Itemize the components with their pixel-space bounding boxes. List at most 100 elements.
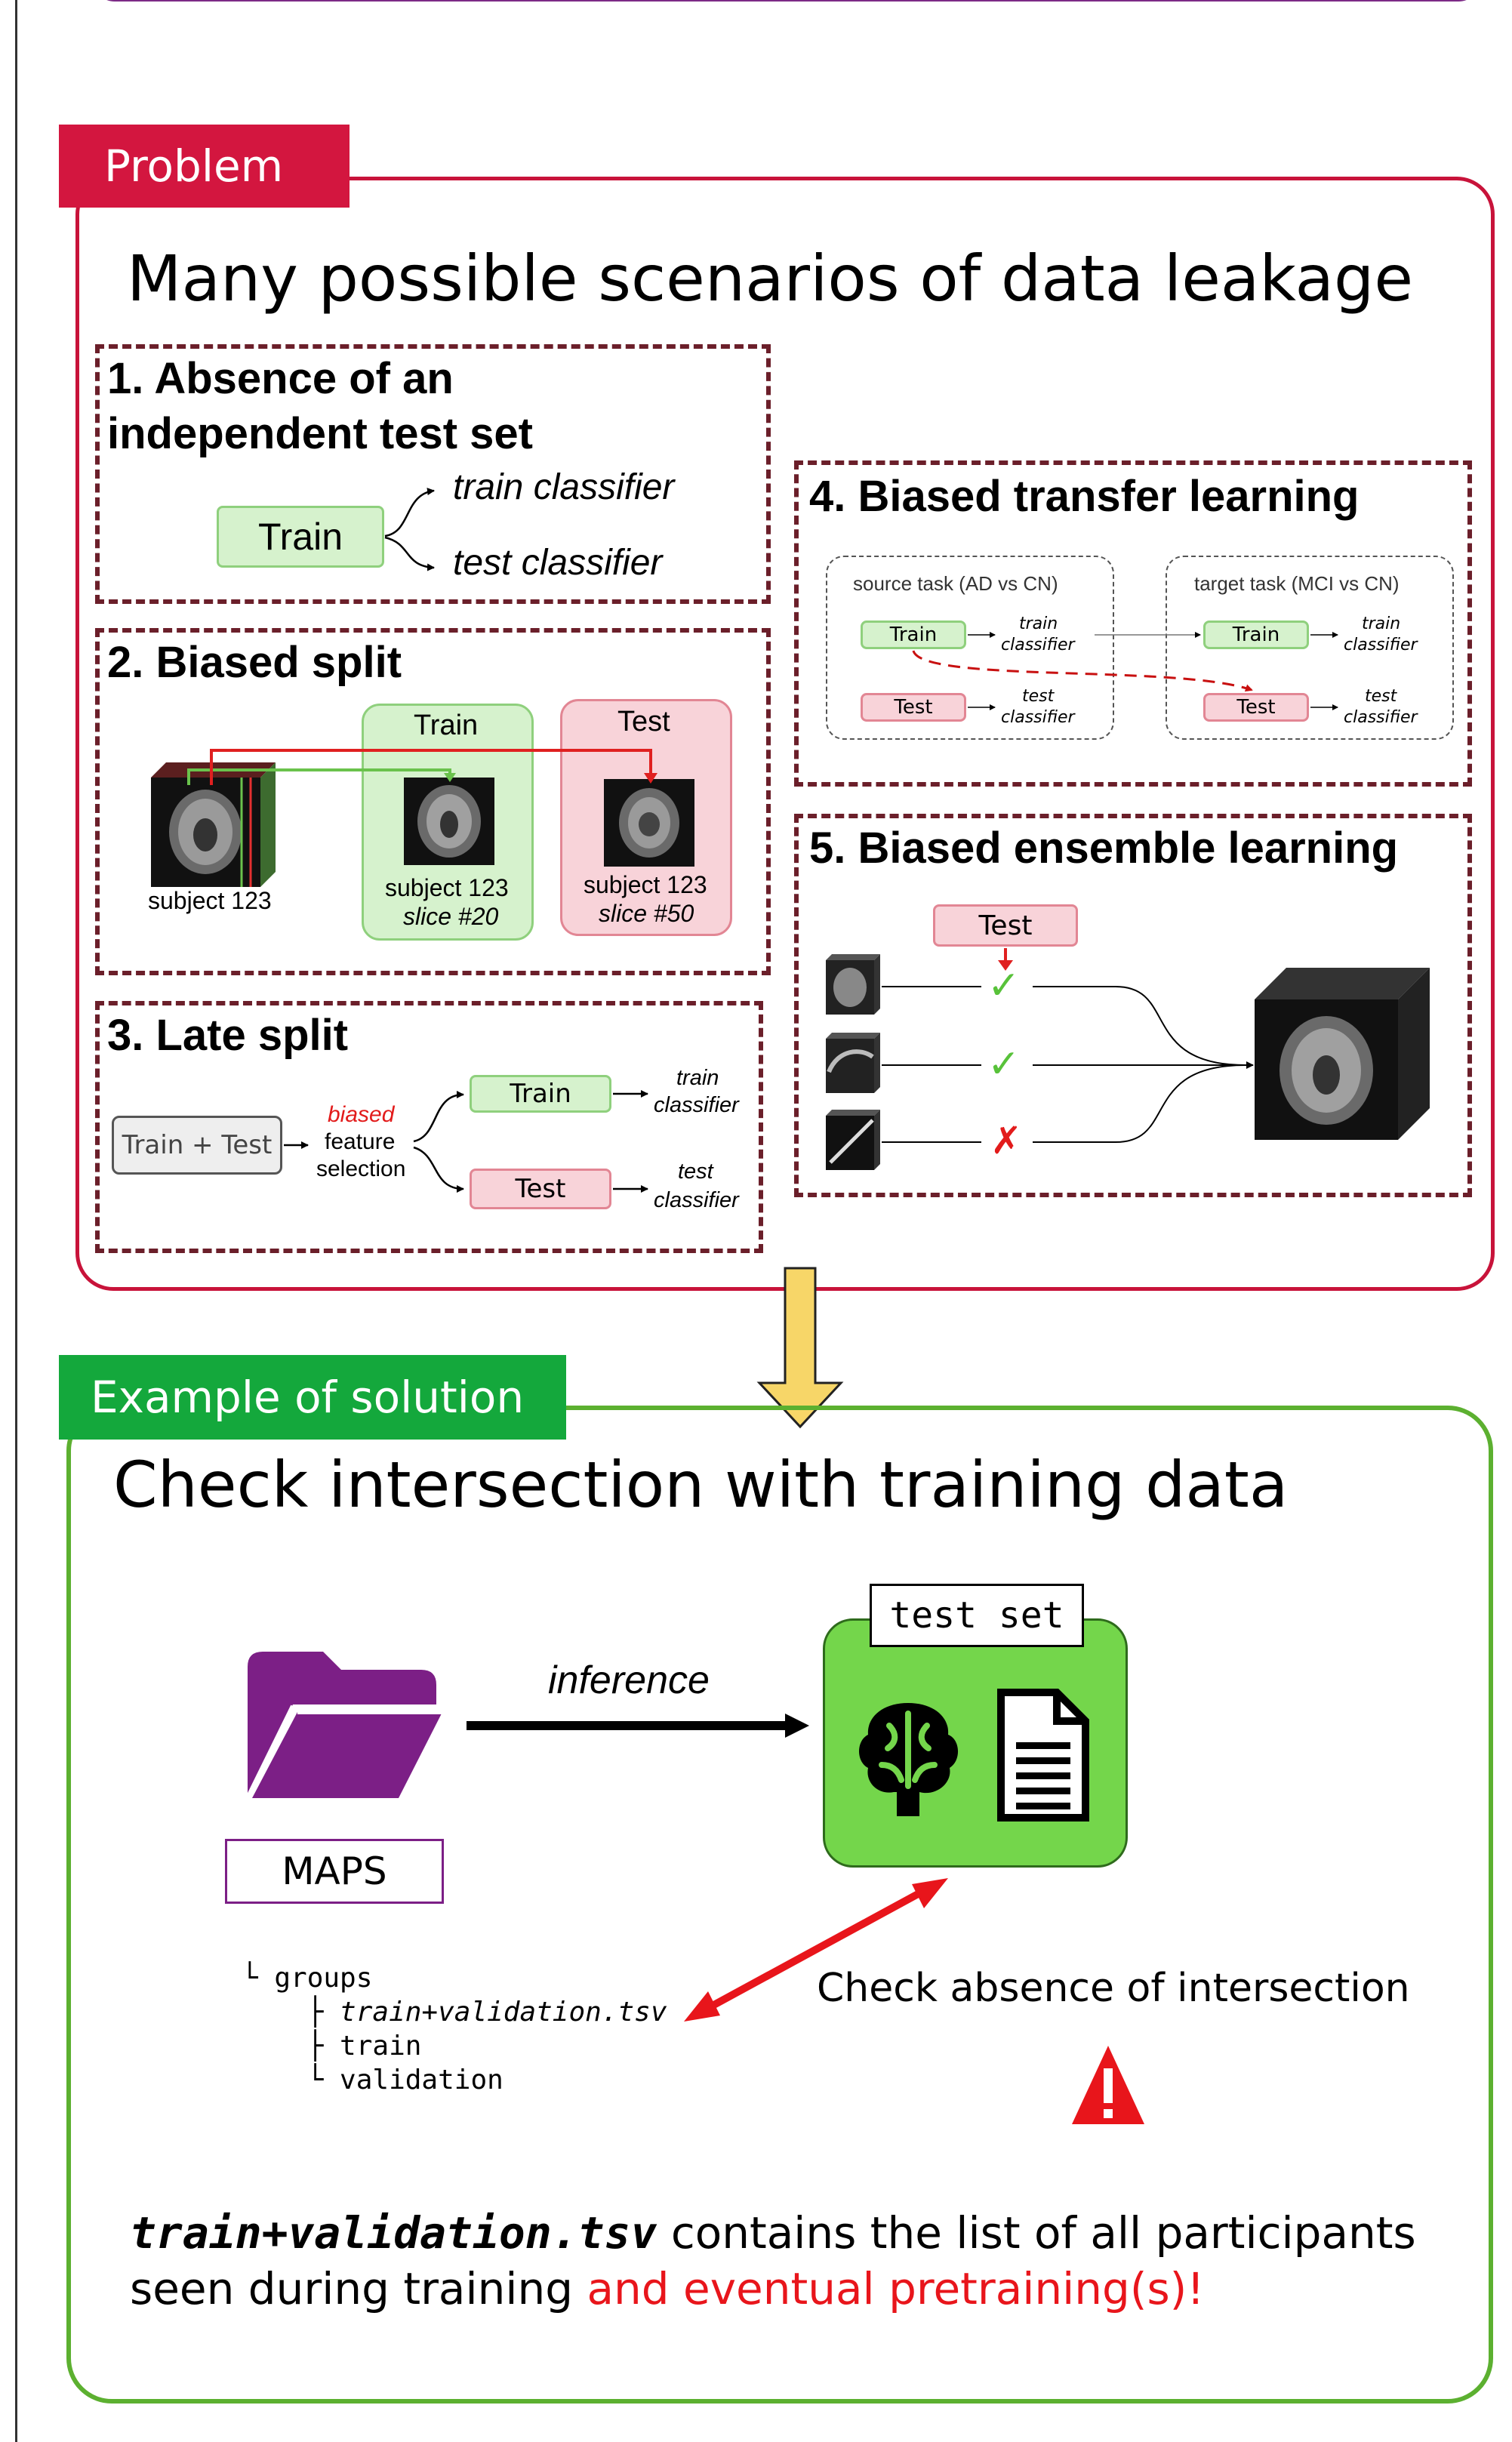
- s1-train-label: Train: [257, 516, 343, 558]
- tree-item-2: ├ train: [242, 2031, 422, 2062]
- scenario-4-box: [794, 460, 1472, 787]
- scenario-2-box: [95, 628, 771, 975]
- footer-text-2: seen during training: [130, 2263, 587, 2314]
- s4-src-train-c2: classifier: [1001, 636, 1075, 654]
- s4-source-train: Train: [861, 621, 966, 649]
- scenario-1-title: 1. Absence of an independent test set: [107, 352, 533, 461]
- s2-test-slice: [604, 779, 694, 867]
- s2-train-slice-label: slice #20: [403, 903, 499, 930]
- maps-label-box: MAPS: [225, 1839, 444, 1904]
- s3-selection-label: selection: [316, 1156, 406, 1181]
- footer-line-2: seen during training and eventual pretra…: [130, 2263, 1205, 2314]
- solution-tag: Example of solution: [59, 1355, 566, 1440]
- s3-train-out-1: train: [676, 1066, 719, 1090]
- s5-check-2: ✓: [987, 1042, 1021, 1087]
- test-set-label: test set: [889, 1594, 1064, 1637]
- scenario-5-title: 5. Biased ensemble learning: [809, 824, 1399, 873]
- s2-test-header: Test: [617, 706, 670, 738]
- scenario-2-title: 2. Biased split: [107, 638, 402, 687]
- scenario-3-box: [95, 1001, 763, 1253]
- s4-target-panel: [1166, 556, 1454, 740]
- footer-line-1: train+validation.tsv contains the list o…: [130, 2207, 1416, 2259]
- left-margin-line: [15, 0, 17, 2442]
- s4-src-test-c1: test: [1022, 687, 1055, 706]
- s3-train-out-2: classifier: [654, 1093, 739, 1117]
- s2-test-subject: subject 123: [584, 871, 707, 898]
- footer-mono: train+validation.tsv: [130, 2207, 657, 2259]
- s5-test-label: Test: [978, 910, 1033, 941]
- s4-source-train-label: Train: [889, 624, 938, 646]
- s4-tgt-test-c2: classifier: [1344, 708, 1418, 727]
- scenario-1-title-line2: independent test set: [107, 408, 533, 458]
- tree-root: └ groups: [242, 1963, 373, 1994]
- solution-panel: [66, 1406, 1493, 2404]
- s4-source-test: Test: [861, 693, 966, 722]
- footer-text-1: contains the list of all participants: [657, 2207, 1416, 2259]
- s3-train-test-box: Train + Test: [112, 1116, 282, 1175]
- s4-src-test-c2: classifier: [1001, 708, 1075, 727]
- tree-item-1: ├ train+validation.tsv: [242, 1997, 667, 2028]
- tree-item-2-label: train: [340, 2031, 422, 2062]
- s3-test-out-2: classifier: [654, 1188, 739, 1212]
- document-icon: [997, 1689, 1089, 1821]
- scenario-3-title: 3. Late split: [107, 1011, 349, 1060]
- s4-tgt-test-c1: test: [1365, 687, 1397, 706]
- scenario-1-title-line1: 1. Absence of an: [107, 354, 454, 403]
- s2-train-subject: subject 123: [385, 874, 509, 901]
- inference-label: inference: [548, 1658, 710, 1702]
- s4-source-label: source task (AD vs CN): [853, 572, 1058, 595]
- problem-tag-label: Problem: [104, 140, 284, 192]
- s3-biased-label: biased: [328, 1102, 395, 1127]
- s4-source-panel: [826, 556, 1114, 740]
- s2-subject-label: subject 123: [148, 887, 272, 914]
- scenario-5-box: [794, 814, 1472, 1197]
- s3-feature-label: feature: [325, 1129, 396, 1154]
- groups-tree: └ groups ├ train+validation.tsv ├ train …: [242, 1961, 667, 2097]
- tree-root-label: groups: [274, 1963, 373, 1994]
- solution-title: Check intersection with training data: [113, 1448, 1289, 1522]
- s4-tgt-train-c2: classifier: [1344, 636, 1418, 654]
- s4-src-train-c1: train: [1019, 614, 1058, 633]
- s4-target-test-label: Test: [1236, 696, 1276, 719]
- s4-source-test-label: Test: [894, 696, 933, 719]
- s3-train-test-label: Train + Test: [122, 1130, 273, 1160]
- s2-train-slice: [404, 778, 494, 865]
- scenario-4-title: 4. Biased transfer learning: [809, 472, 1360, 521]
- s4-target-label: target task (MCI vs CN): [1194, 572, 1400, 595]
- s4-tgt-train-c1: train: [1362, 614, 1401, 633]
- problem-title: Many possible scenarios of data leakage: [127, 242, 1413, 316]
- tree-item-3: └ validation: [242, 2065, 503, 2096]
- test-set-label-box: test set: [870, 1584, 1084, 1647]
- tree-item-3-label: validation: [340, 2065, 503, 2096]
- warning-icon: [1072, 2046, 1144, 2124]
- s5-check-1: ✓: [987, 963, 1021, 1009]
- s3-test-out-1: test: [678, 1159, 713, 1184]
- s5-cross: ✗: [990, 1119, 1022, 1162]
- s5-test-box: Test: [933, 904, 1078, 947]
- s3-test-box: Test: [470, 1169, 611, 1209]
- s4-target-train: Train: [1203, 621, 1309, 649]
- maps-folder-icon: [245, 1652, 442, 1800]
- s1-out-train: train classifier: [453, 467, 675, 507]
- maps-label: MAPS: [282, 1849, 387, 1893]
- check-text: Check absence of intersection: [817, 1966, 1410, 2011]
- scenario-1-box: [95, 344, 771, 604]
- s2-test-slice-label: slice #50: [599, 900, 694, 927]
- solution-tag-label: Example of solution: [91, 1372, 525, 1423]
- s1-train-box: Train: [217, 506, 384, 568]
- s3-train-box: Train: [470, 1075, 611, 1113]
- s3-train-label: Train: [510, 1079, 571, 1109]
- brain-icon: [859, 1703, 959, 1816]
- s4-target-test: Test: [1203, 693, 1309, 722]
- s1-out-test: test classifier: [453, 543, 663, 583]
- footer-red: and eventual pretraining(s)!: [587, 2263, 1205, 2314]
- s3-test-label: Test: [515, 1174, 566, 1204]
